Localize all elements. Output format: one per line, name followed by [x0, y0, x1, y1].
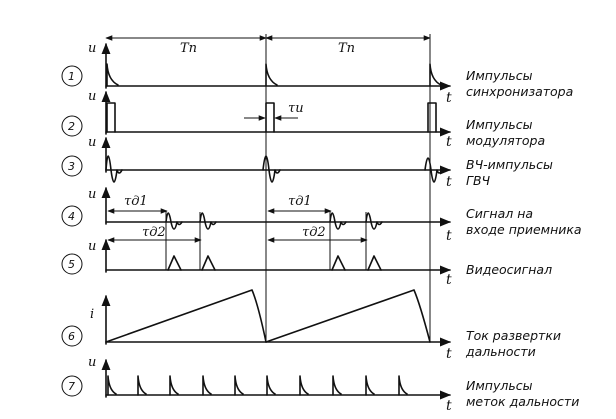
row-7-marker-3 — [169, 375, 179, 396]
pulse-width-label: τи — [288, 101, 304, 116]
row-3-axis-label: u — [88, 135, 96, 150]
period-label-2: Tп — [338, 41, 355, 56]
row-3-pulse-1 — [105, 155, 123, 183]
row-3-number: 3 — [68, 160, 75, 173]
echo-guides — [165, 211, 367, 270]
row-2-modulator-pulses: τи — [101, 90, 452, 137]
row-4-echo-3 — [329, 212, 347, 230]
period-label-1: Tп — [180, 41, 197, 56]
period-dimension: Tп Tп — [105, 35, 431, 56]
row-1-pulse-3 — [429, 63, 442, 87]
row-1-number: 1 — [68, 70, 75, 83]
row-1-t-label: t — [446, 90, 452, 106]
row-5-caption-line-1: Видеосигнал — [466, 262, 552, 277]
row-5-video-2 — [201, 255, 216, 271]
delay2-label-b: τд2 — [302, 225, 326, 240]
row-7-marker-5 — [234, 375, 244, 396]
row-5-video-3 — [331, 255, 346, 271]
row-7-marker-9 — [365, 375, 375, 396]
row-7-marker-6 — [266, 375, 276, 396]
row-1-pulse-2 — [265, 63, 278, 87]
row-6-t-label: t — [446, 346, 452, 362]
row-5-video-signal — [101, 238, 452, 275]
row-4-caption-line-2: входе приемника — [466, 222, 582, 237]
row-6-circle — [61, 325, 83, 347]
row-4-echo-1 — [165, 212, 183, 230]
row-7-marker-4 — [202, 375, 212, 396]
row-4-echo-2 — [199, 212, 217, 230]
axis-labels: u u u u u i u — [88, 41, 96, 370]
row-5-axis-label: u — [88, 239, 96, 254]
row-7-t-label: t — [446, 398, 452, 414]
delay1-label-b: τд1 — [288, 194, 312, 209]
row-2-axis-label: u — [88, 89, 96, 104]
row-4-caption-line-1: Сигнал на — [466, 206, 533, 221]
row-7-marker-2 — [137, 375, 147, 396]
row-1-circle — [61, 65, 83, 87]
row-3-t-label: t — [446, 174, 452, 190]
row-7-caption-line-1: Импульсы — [466, 378, 533, 393]
row-5-number: 5 — [68, 258, 75, 271]
row-3-pulse-3 — [424, 157, 443, 183]
row-5-t-label: t — [446, 272, 452, 288]
row-2-number: 2 — [68, 120, 75, 133]
row-6-number: 6 — [68, 330, 75, 343]
row-3-circle — [61, 155, 83, 177]
row-6-sawtooth-1 — [105, 289, 267, 343]
row-4-t-label: t — [446, 228, 452, 244]
row-3-caption-line-2: ГВЧ — [466, 173, 491, 188]
row-4-axis-label: u — [88, 187, 96, 202]
row-3-pulse-2 — [262, 155, 281, 183]
row-6-axis-label: i — [90, 307, 94, 322]
delay2-label-a: τд2 — [142, 225, 166, 240]
row-7-axis-label: u — [88, 355, 96, 370]
row-2-t-label: t — [446, 134, 452, 150]
row-4-circle — [61, 205, 83, 227]
row-5-circle — [61, 253, 83, 275]
row-7-range-markers — [101, 358, 452, 400]
time-labels: t t t t t t t — [446, 90, 452, 414]
row-2-pulse-2 — [265, 102, 275, 133]
row-1-caption-line-2: синхронизатора — [466, 84, 573, 99]
row-2-caption-line-2: модулятора — [466, 133, 545, 148]
row-2-pulse-1 — [106, 102, 116, 133]
row-7-caption-line-2: меток дальности — [466, 394, 579, 409]
row-6-caption-line-2: дальности — [465, 344, 536, 359]
row-6-sweep-current — [101, 289, 452, 347]
row-7-circle — [61, 375, 83, 397]
row-1-caption-line-1: Импульсы — [466, 68, 533, 83]
row-2-pulse-3 — [427, 102, 437, 133]
row-7-marker-7 — [299, 375, 309, 396]
row-7-number: 7 — [68, 380, 75, 393]
row-5-video-4 — [367, 255, 382, 271]
row-number-circles: 1 2 3 4 5 6 7 — [61, 65, 83, 397]
row-7-marker-10 — [398, 375, 408, 396]
row-4-echo-4 — [365, 212, 383, 230]
row-3-rf-pulses — [101, 136, 452, 183]
row-1-sync-pulses — [101, 42, 452, 91]
row-5-video-1 — [167, 255, 182, 271]
row-1-axis-label: u — [88, 41, 96, 56]
row-4-number: 4 — [68, 210, 75, 223]
row-1-pulse-1 — [106, 63, 119, 87]
row-4-receiver-input: τд1 τд2 τд1 τд2 — [101, 186, 452, 243]
row-2-caption-line-1: Импульсы — [466, 117, 533, 132]
row-7-marker-1 — [107, 375, 117, 396]
row-2-circle — [61, 115, 83, 137]
delay1-label-a: τд1 — [124, 194, 148, 209]
row-7-marker-8 — [332, 375, 342, 396]
row-6-sawtooth-2 — [265, 289, 431, 343]
row-3-caption-line-1: ВЧ-импульсы — [466, 157, 553, 172]
captions: Импульсы синхронизатора Импульсы модулят… — [465, 68, 582, 409]
row-6-caption-line-1: Ток развертки — [466, 328, 561, 343]
